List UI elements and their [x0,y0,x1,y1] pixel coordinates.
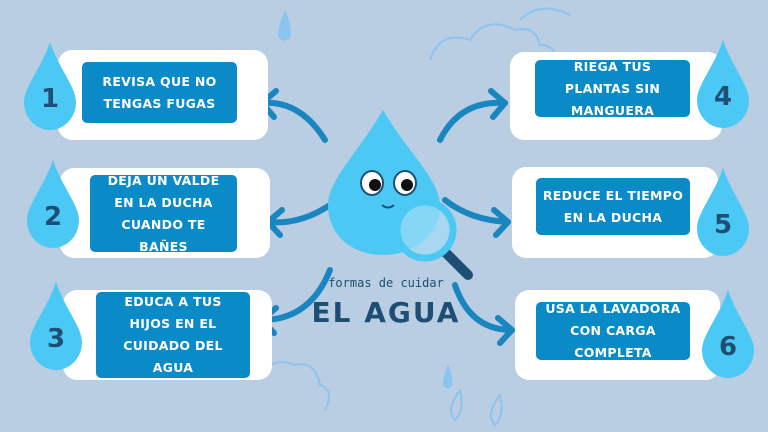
drop-icon-3: 3 [28,282,84,370]
tip-number-2: 2 [43,202,63,232]
magnifier-icon [393,198,473,280]
drop-icon-1: 1 [22,42,78,130]
tip-text-4: RIEGA TUS PLANTAS SIN MANGUERA [535,59,690,118]
page-title: EL AGUA [311,296,461,329]
tip-text-6: USA LA LAVADORA CON CARGA COMPLETA [536,301,690,360]
drop-icon-4: 4 [695,40,751,128]
tip-number-4: 4 [713,82,733,112]
subtitle: formas de cuidar [328,276,444,290]
tip-text-2: DEJA UN VALDE EN LA DUCHA CUANDO TE BAÑE… [90,173,237,254]
cloud-outlines [259,7,571,427]
tip-number-3: 3 [46,324,66,354]
tip-number-5: 5 [713,210,733,240]
drop-icon-2: 2 [25,160,81,248]
drop-icon-5: 5 [695,168,751,256]
drop-icon-6: 6 [700,290,756,378]
tip-text-1: REVISA QUE NO TENGAS FUGAS [82,62,237,123]
tip-text-3: EDUCA A TUS HIJOS EN EL CUIDADO DEL AGUA [96,292,250,378]
tip-number-6: 6 [718,332,738,362]
tip-text-5: REDUCE EL TIEMPO EN LA DUCHA [536,178,690,235]
tip-number-1: 1 [40,84,60,114]
